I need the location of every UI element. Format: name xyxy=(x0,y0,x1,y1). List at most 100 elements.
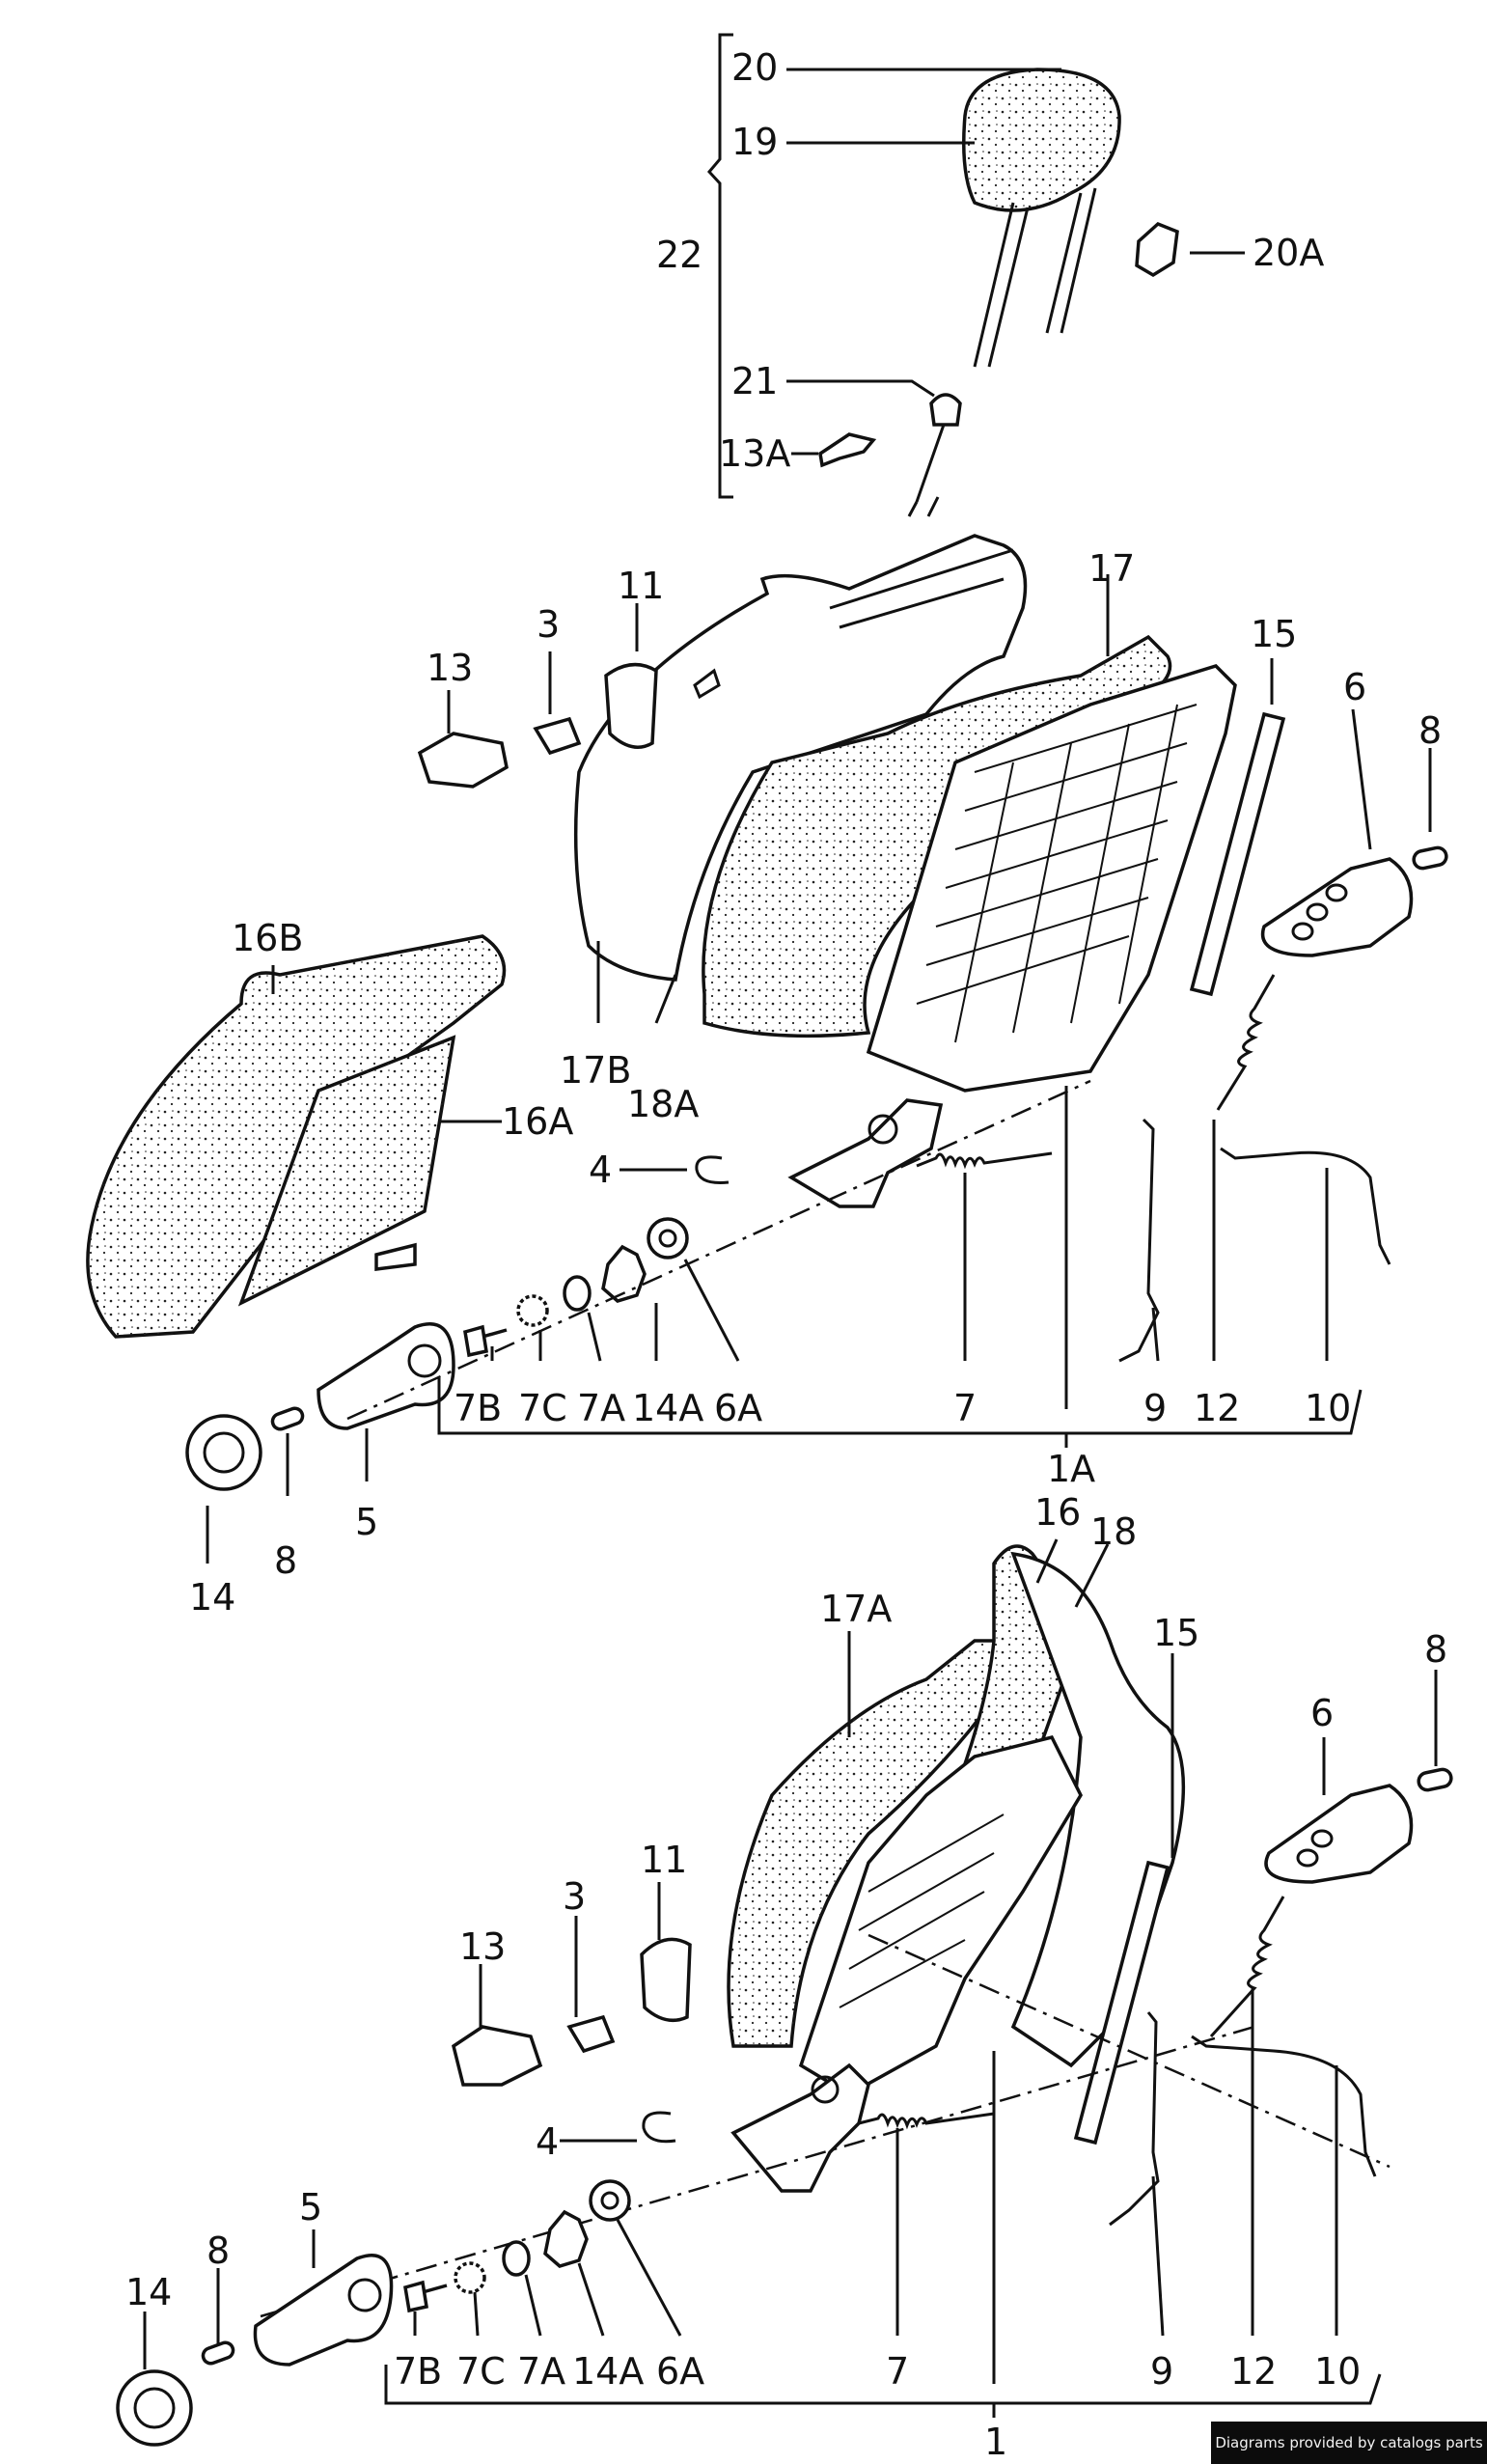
star-cam-lower xyxy=(543,2209,589,2268)
label-16a: 16A xyxy=(502,1100,573,1143)
label-3-lower: 3 xyxy=(563,1875,586,1918)
circlip-lower xyxy=(642,2111,676,2144)
label-8b: 8 xyxy=(274,1539,297,1582)
release-cable xyxy=(1220,1147,1391,1265)
label-7c: 7C xyxy=(518,1387,567,1429)
cover-cap xyxy=(640,1937,692,2023)
recliner xyxy=(787,1098,944,1208)
label-11: 11 xyxy=(618,565,664,607)
label-5: 5 xyxy=(355,1501,378,1543)
label-7a: 7A xyxy=(577,1387,625,1429)
assembly-1: 16 18 17A 15 6 8 11 3 13 4 5 14 8 7B 7C … xyxy=(116,662,1453,2463)
label-4: 4 xyxy=(589,1149,612,1191)
label-9-lower: 9 xyxy=(1150,2350,1173,2393)
label-20a: 20A xyxy=(1253,232,1324,274)
label-20: 20 xyxy=(731,46,778,89)
label-12-lower: 12 xyxy=(1230,2350,1277,2393)
washer xyxy=(516,1294,549,1327)
trim-cap-upper xyxy=(417,732,509,789)
label-6a-lower: 6A xyxy=(656,2350,704,2393)
attribution-footer: Diagrams provided by catalogs parts xyxy=(1211,2422,1487,2464)
label-14a: 14A xyxy=(632,1387,703,1429)
clip-upper xyxy=(533,716,582,756)
label-7a-lower: 7A xyxy=(517,2350,565,2393)
label-7c-lower: 7C xyxy=(456,2350,506,2393)
circlip xyxy=(695,1155,730,1184)
pin-right xyxy=(1412,845,1448,871)
pin xyxy=(270,1406,305,1431)
label-8-lower: 8 xyxy=(1424,1628,1447,1671)
coil-spring xyxy=(1216,974,1276,1111)
label-19: 19 xyxy=(731,121,778,163)
knob xyxy=(185,1414,262,1491)
label-16: 16 xyxy=(1034,1491,1081,1534)
label-16b: 16B xyxy=(232,917,303,959)
label-7b: 7B xyxy=(454,1387,502,1429)
label-11-lower: 11 xyxy=(641,1839,687,1881)
label-12: 12 xyxy=(1194,1387,1240,1429)
assembly-1a: 17 11 3 13 15 6 8 16B 16A 17B 18A 4 7B 7… xyxy=(86,534,1448,1619)
label-13: 13 xyxy=(427,647,473,689)
headrest-clip xyxy=(1135,221,1179,278)
label-5-lower: 5 xyxy=(299,2186,322,2229)
label-13-lower: 13 xyxy=(459,1925,506,1968)
label-14-lower: 14 xyxy=(125,2271,172,2313)
label-18a: 18A xyxy=(627,1083,699,1125)
spacer-lower xyxy=(502,2240,531,2277)
label-15: 15 xyxy=(1251,613,1297,655)
label-10-lower: 10 xyxy=(1314,2350,1361,2393)
pin-lower xyxy=(201,2340,235,2366)
tension-spring xyxy=(916,1151,1053,1170)
washer-lower xyxy=(454,2261,486,2294)
label-7b-lower: 7B xyxy=(394,2350,442,2393)
tension-spring-lower xyxy=(858,2112,995,2130)
label-15-lower: 15 xyxy=(1153,1612,1199,1654)
cable-lower xyxy=(1109,2011,1160,2227)
label-1a: 1A xyxy=(1047,1448,1095,1490)
recliner-lower xyxy=(730,2063,870,2193)
bolt-lower xyxy=(403,2280,448,2313)
label-4-lower: 4 xyxy=(536,2120,559,2163)
label-18: 18 xyxy=(1090,1510,1137,1553)
seal-strip-lower xyxy=(1073,1860,1170,2146)
headrest-group: 20 19 22 20A 21 13A xyxy=(656,33,1324,517)
bushing-lower xyxy=(589,2179,631,2222)
label-17b: 17B xyxy=(560,1049,631,1092)
label-7-lower: 7 xyxy=(886,2350,909,2393)
label-13a: 13A xyxy=(719,432,790,475)
lever xyxy=(317,1322,455,1430)
label-21: 21 xyxy=(731,360,778,402)
bolt xyxy=(463,1324,508,1358)
clip xyxy=(566,2014,616,2054)
retaining-spring xyxy=(818,432,877,468)
trim-cap xyxy=(452,2025,543,2087)
side-cover xyxy=(1260,857,1414,957)
headrest-guide xyxy=(929,393,962,427)
label-14: 14 xyxy=(189,1576,235,1619)
spacer xyxy=(563,1275,592,1312)
label-1: 1 xyxy=(984,2421,1007,2463)
backrest-cover xyxy=(573,534,1028,982)
cover-cap-upper xyxy=(604,662,658,749)
label-7: 7 xyxy=(953,1387,977,1429)
label-6a: 6A xyxy=(714,1387,762,1429)
label-17: 17 xyxy=(1088,547,1135,590)
label-3: 3 xyxy=(537,603,560,646)
backrest-frame xyxy=(866,664,1237,1093)
release-cable-lower xyxy=(1191,2035,1377,2177)
label-6: 6 xyxy=(1343,666,1366,708)
side-cover-lower xyxy=(1264,1784,1414,1884)
label-22: 22 xyxy=(656,234,702,276)
label-8b-lower: 8 xyxy=(207,2229,230,2272)
bushing xyxy=(647,1217,689,1260)
label-10: 10 xyxy=(1305,1387,1351,1429)
knob-lower xyxy=(116,2369,193,2447)
label-8: 8 xyxy=(1418,709,1442,752)
label-9: 9 xyxy=(1143,1387,1167,1429)
seal-strip xyxy=(1189,711,1286,997)
label-17a: 17A xyxy=(820,1588,892,1630)
cable xyxy=(1118,1118,1160,1363)
label-6-lower: 6 xyxy=(1310,1692,1334,1734)
label-14a-lower: 14A xyxy=(572,2350,644,2393)
